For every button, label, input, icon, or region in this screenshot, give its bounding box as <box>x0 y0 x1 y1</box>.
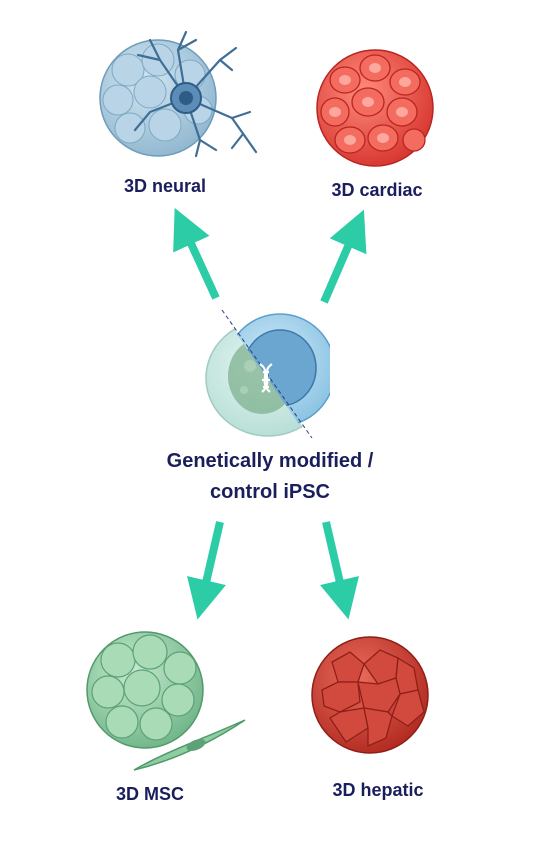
ipsc-label-line1: Genetically modified / <box>166 450 374 472</box>
hepatic-label: 3D hepatic <box>332 780 424 800</box>
arrow-to-hepatic <box>320 521 359 620</box>
msc-spheroid-icon <box>86 631 246 771</box>
ipsc-cell-icon <box>205 309 330 439</box>
msc-label: 3D MSC <box>115 784 184 804</box>
ipsc-label: Genetically modified / control iPSC <box>130 446 410 508</box>
arrow-to-neural <box>173 207 220 300</box>
neural-label: 3D neural <box>123 176 207 196</box>
arrow-to-msc <box>187 521 226 620</box>
cardiac-spheroid-icon <box>316 49 434 167</box>
neural-spheroid-icon <box>99 30 258 158</box>
arrow-to-cardiac <box>320 209 367 304</box>
ipsc-label-line2: control iPSC <box>209 481 330 503</box>
hepatic-spheroid-icon <box>311 636 429 754</box>
cardiac-label: 3D cardiac <box>331 180 423 200</box>
